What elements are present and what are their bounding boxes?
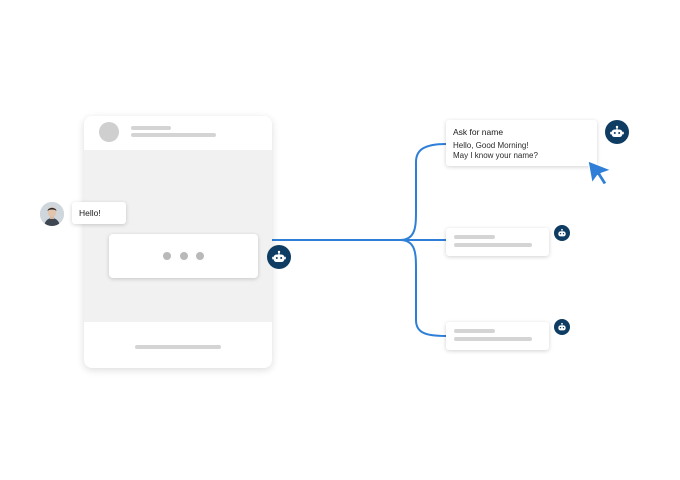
typing-dot bbox=[196, 252, 204, 260]
branch-card-placeholder[interactable] bbox=[446, 322, 549, 350]
branch-card-line-skeleton bbox=[454, 337, 532, 341]
bot-typing-indicator bbox=[109, 234, 258, 278]
robot-icon bbox=[267, 245, 291, 269]
user-message-bubble: Hello! bbox=[72, 202, 126, 224]
branch-card-ask-for-name[interactable]: Ask for name Hello, Good Morning! May I … bbox=[446, 120, 597, 166]
branch-card-message-line: Hello, Good Morning! bbox=[453, 141, 529, 150]
robot-icon bbox=[554, 319, 570, 335]
branch-card-title: Ask for name bbox=[453, 127, 504, 137]
robot-icon bbox=[554, 225, 570, 241]
chat-input-skeleton bbox=[135, 345, 221, 349]
branch-card-line-skeleton bbox=[454, 243, 532, 247]
user-avatar-icon bbox=[40, 202, 64, 226]
branch-card-placeholder[interactable] bbox=[446, 228, 549, 256]
robot-icon bbox=[605, 120, 629, 144]
branch-connector-bottom bbox=[399, 239, 447, 337]
branch-card-title-skeleton bbox=[454, 235, 495, 239]
chat-header-avatar-placeholder bbox=[99, 122, 119, 142]
cursor-arrow-icon bbox=[587, 160, 612, 186]
branch-connector-top bbox=[399, 143, 447, 241]
chat-header-title-skeleton bbox=[131, 126, 171, 130]
branch-card-title-skeleton bbox=[454, 329, 495, 333]
branch-card-message-line: May I know your name? bbox=[453, 151, 538, 160]
typing-dot bbox=[163, 252, 171, 260]
chat-header-subtitle-skeleton bbox=[131, 133, 216, 137]
typing-dot bbox=[180, 252, 188, 260]
